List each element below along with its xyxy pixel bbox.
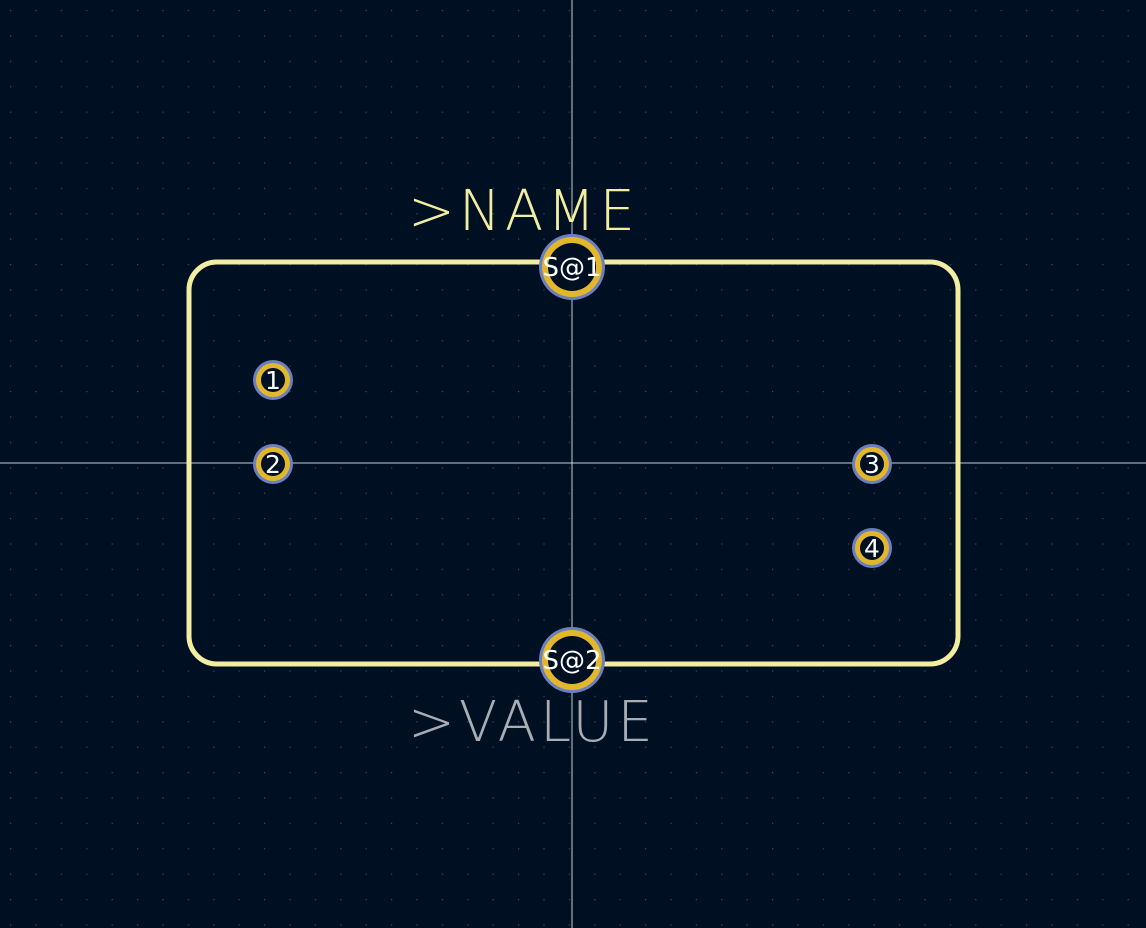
pad-label: 3 — [864, 450, 880, 479]
pad-s2[interactable]: S@2 — [539, 627, 605, 693]
pad-4[interactable]: 4 — [852, 528, 892, 568]
pad-s1[interactable]: S@1 — [539, 234, 605, 300]
pad-label: 2 — [265, 450, 281, 479]
pad-label: S@1 — [542, 253, 601, 283]
pad-label: 4 — [864, 534, 880, 563]
pad-label: S@2 — [542, 646, 601, 676]
pad-3[interactable]: 3 — [852, 444, 892, 484]
reference-label[interactable]: >NAME — [408, 179, 639, 244]
pad-2[interactable]: 2 — [253, 444, 293, 484]
pad-label: 1 — [265, 366, 281, 395]
value-label[interactable]: >VALUE — [408, 690, 657, 755]
pad-1[interactable]: 1 — [253, 360, 293, 400]
